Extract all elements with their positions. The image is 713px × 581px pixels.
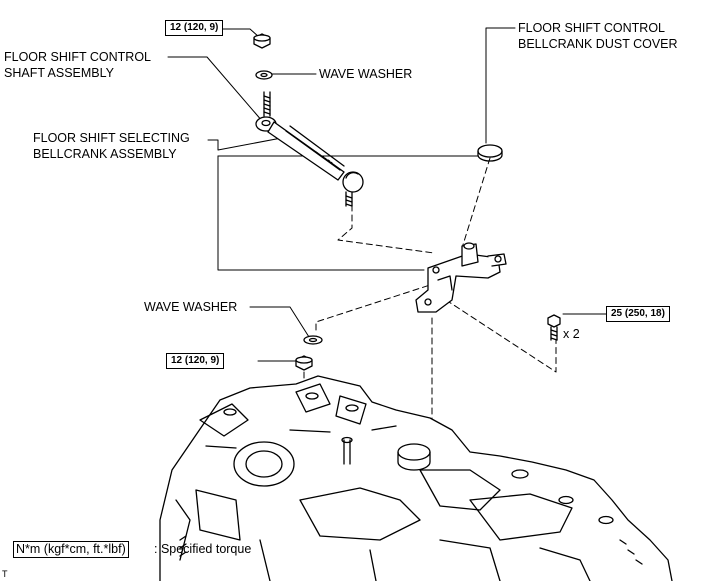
label-dust-cover-line2: BELLCRANK DUST COVER	[518, 37, 678, 51]
control-shaft-assembly	[255, 91, 364, 207]
label-selecting-bellcrank-line1: FLOOR SHIFT SELECTING	[33, 131, 190, 145]
transaxle-housing	[159, 375, 673, 581]
legend-torque-description: : Specified torque	[154, 542, 252, 556]
lower-wave-washer	[303, 335, 323, 345]
label-wave-washer-top: WAVE WASHER	[319, 67, 413, 81]
assembly-dashed-lines	[303, 157, 557, 471]
label-bolt-quantity: x 2	[563, 327, 580, 341]
label-wave-washer-bottom: WAVE WASHER	[144, 300, 238, 314]
corner-mark: T	[2, 569, 8, 579]
label-control-shaft-line2: SHAFT ASSEMBLY	[4, 66, 114, 80]
legend-torque-key: N*m (kgf*cm, ft.*lbf)	[13, 541, 129, 558]
bellcrank-dust-cover	[477, 144, 503, 162]
top-flange-nut	[253, 33, 271, 49]
label-control-shaft-line1: FLOOR SHIFT CONTROL	[4, 50, 152, 64]
lower-flange-nut	[295, 355, 313, 371]
label-dust-cover-line1: FLOOR SHIFT CONTROL	[518, 21, 666, 35]
label-selecting-bellcrank-line2: BELLCRANK ASSEMBLY	[33, 147, 177, 161]
torque-spec-right-bolt: 25 (250, 18)	[606, 306, 670, 322]
selecting-bellcrank-bracket	[415, 242, 507, 313]
bellcrank-mounting-bolt	[547, 314, 561, 341]
leader-lines	[167, 27, 607, 362]
torque-spec-bottom-nut: 12 (120, 9)	[166, 353, 225, 369]
top-wave-washer	[255, 70, 273, 80]
torque-spec-top-nut: 12 (120, 9)	[165, 20, 224, 36]
